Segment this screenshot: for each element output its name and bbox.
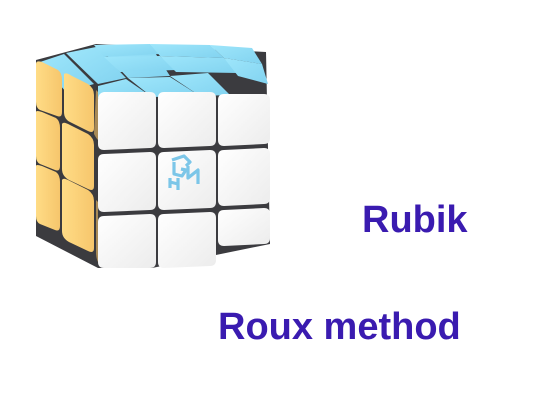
cube-front-face: [98, 92, 270, 268]
title-roux-method: Roux method: [218, 306, 461, 348]
gan-logo-icon: [168, 154, 200, 190]
cube-left-face: [36, 61, 98, 262]
title-rubik: Rubik: [362, 199, 468, 241]
cube-top-face: [40, 44, 268, 98]
